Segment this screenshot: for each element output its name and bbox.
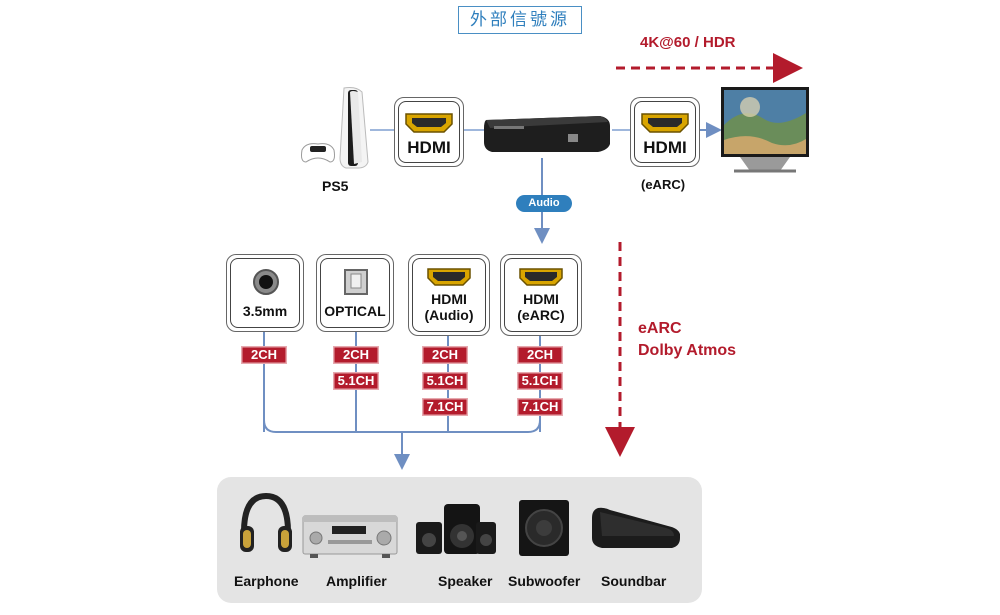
port-line2: (Audio) xyxy=(424,307,474,323)
device-label-amplifier: Amplifier xyxy=(326,573,387,589)
amplifier-icon xyxy=(302,515,398,558)
earc-side-line1: eARC xyxy=(638,320,682,337)
soundbar-icon xyxy=(592,507,680,548)
subwoofer-icon xyxy=(519,500,569,556)
ps5-console-icon xyxy=(301,87,369,169)
port-line1: HDMI xyxy=(431,291,467,307)
channel-badge: 2CH xyxy=(241,346,287,364)
tv-icon xyxy=(721,87,809,173)
device-label-subwoofer: Subwoofer xyxy=(508,573,581,589)
port-line1: OPTICAL xyxy=(324,303,386,319)
channel-badge: 2CH xyxy=(517,346,563,364)
earphone-icon xyxy=(240,492,292,552)
port-line1: HDMI xyxy=(523,291,559,307)
hdmi-input-label: HDMI xyxy=(407,138,451,157)
port-line1: 3.5mm xyxy=(242,303,288,319)
hdmi-input-box: HDMI xyxy=(394,97,464,167)
device-label-soundbar: Soundbar xyxy=(601,573,667,589)
hdmi-connector-icon xyxy=(641,113,689,133)
channel-badge: 5.1CH xyxy=(422,372,468,390)
port-box-3-5mm: 3.5mm xyxy=(226,254,304,332)
channel-badge: 7.1CH xyxy=(517,398,563,416)
ps5-label: PS5 xyxy=(322,178,349,194)
hdmi-connector-icon xyxy=(427,268,471,286)
earc-side-line2: Dolby Atmos xyxy=(638,342,737,359)
hdmi-splitter-device-icon xyxy=(484,116,610,152)
port-box-hdmi-audio: HDMI (Audio) xyxy=(408,254,490,336)
channel-badge: 5.1CH xyxy=(333,372,379,390)
diagram-title: 外部信號源 xyxy=(458,6,582,34)
hdmi-output-label: HDMI xyxy=(643,138,687,157)
port-box-optical: OPTICAL xyxy=(316,254,394,332)
audio-jack-icon xyxy=(253,269,279,295)
channel-badge: 5.1CH xyxy=(517,372,563,390)
hdmi-connector-icon xyxy=(519,268,563,286)
channel-badge: 7.1CH xyxy=(422,398,468,416)
header-4k-hdr: 4K@60 / HDR xyxy=(640,34,736,51)
channel-badge: 2CH xyxy=(333,346,379,364)
hdmi-connector-icon xyxy=(405,113,453,133)
device-label-earphone: Earphone xyxy=(234,573,299,589)
optical-port-icon xyxy=(344,269,368,295)
port-box-hdmi-earc: HDMI (eARC) xyxy=(500,254,582,336)
port-line2: (eARC) xyxy=(517,307,565,323)
audio-pill: Audio xyxy=(516,195,572,212)
earc-label: (eARC) xyxy=(641,177,686,192)
device-label-speaker: Speaker xyxy=(438,573,493,589)
channel-badge: 2CH xyxy=(422,346,468,364)
hdmi-output-box: HDMI xyxy=(630,97,700,167)
speaker-icon xyxy=(416,504,496,554)
